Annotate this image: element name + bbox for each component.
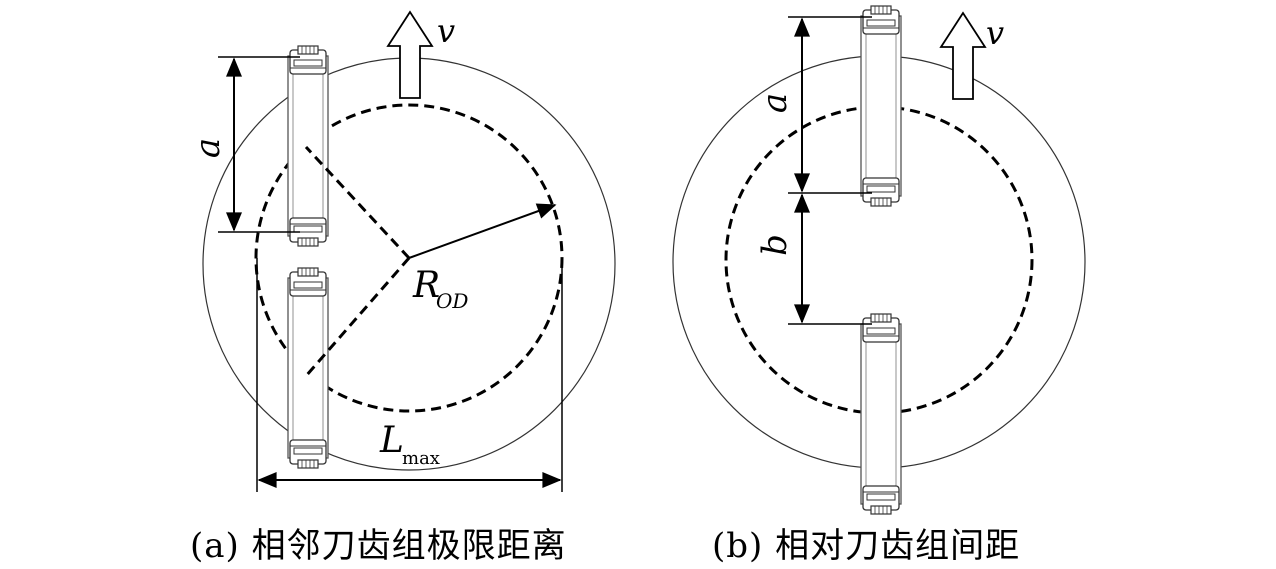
label-v-a: v (437, 12, 455, 50)
label-r: R (412, 265, 440, 306)
label-l-sub: max (402, 448, 440, 469)
velocity-arrow-a (387, 11, 433, 99)
panel-b: a b v (672, 5, 1086, 515)
outer-circle-a (202, 57, 616, 471)
caption-panel-a: (a) 相邻刀齿组极限距离 (190, 526, 567, 566)
cutter-tooth-b-lower (860, 313, 902, 515)
radius-arrow (408, 203, 557, 259)
label-a: a (188, 138, 228, 158)
label-v-b: v (986, 14, 1004, 52)
label-b: b (755, 234, 795, 256)
label-l: L (379, 420, 404, 461)
dashed-radius-lower (304, 257, 411, 377)
dashed-radius-upper (304, 145, 411, 260)
velocity-arrow-b (940, 12, 986, 100)
cutter-tooth-a-lower (287, 267, 329, 469)
label-a-b: a (755, 93, 795, 113)
caption-panel-b: (b) 相对刀齿组间距 (712, 526, 1021, 566)
cutter-tooth-b-upper (860, 5, 902, 207)
cutter-tooth-a-upper (287, 45, 329, 247)
panel-a: a v R OD L max (188, 11, 616, 492)
label-r-sub: OD (436, 289, 468, 313)
